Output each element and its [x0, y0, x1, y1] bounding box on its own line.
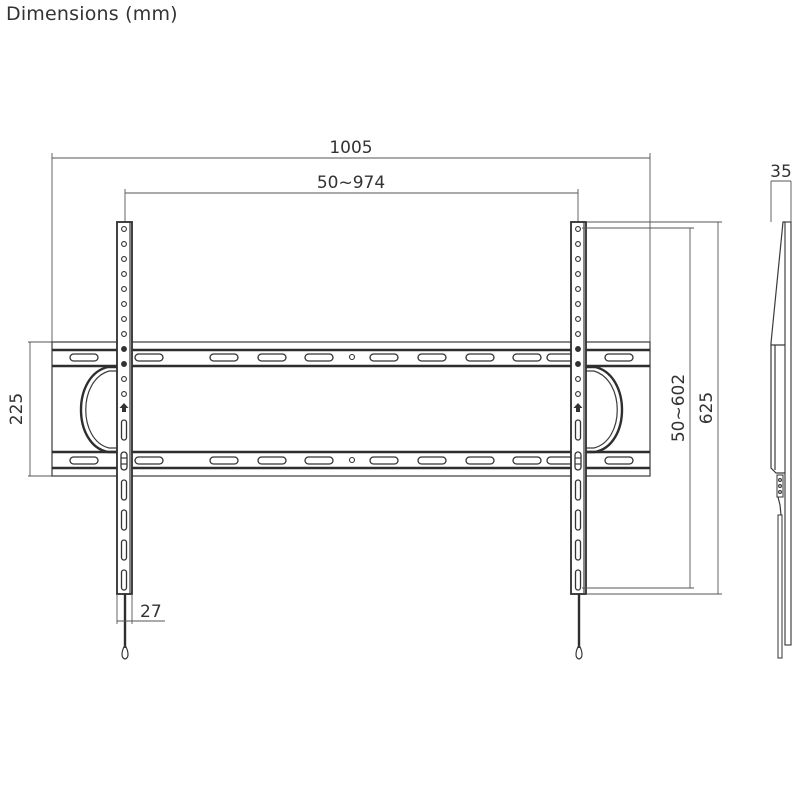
vesa-horizontal-label: 50~974	[317, 173, 385, 193]
bottom-slots	[69, 456, 634, 465]
wall-plate	[51, 341, 651, 477]
up-arrow-icon	[573, 403, 583, 412]
left-handle	[79, 365, 118, 454]
arm-width-label: 27	[140, 602, 162, 622]
plate-height-label: 225	[7, 393, 27, 425]
dimension-vesa-horizontal: 50~974	[124, 173, 579, 228]
overall-width-label: 1005	[329, 138, 372, 158]
diagram-title: Dimensions (mm)	[6, 3, 178, 25]
side-profile-view: 35	[770, 162, 792, 659]
dimension-plate-height: 225	[7, 341, 52, 477]
dimension-arm-length: 625	[586, 221, 722, 595]
arm-length-label: 625	[697, 392, 717, 424]
up-arrow-icon	[119, 403, 129, 412]
profile-depth-label: 35	[770, 162, 792, 182]
right-handle	[585, 365, 624, 454]
vesa-vertical-label: 50~602	[669, 374, 689, 442]
dimension-overall-width: 1005	[51, 138, 651, 342]
top-slots	[69, 353, 634, 362]
dimension-arm-width: 27	[116, 594, 165, 624]
right-vertical-arm	[570, 221, 587, 660]
left-vertical-arm	[116, 221, 133, 660]
dimension-vesa-vertical: 50~602	[582, 227, 694, 589]
